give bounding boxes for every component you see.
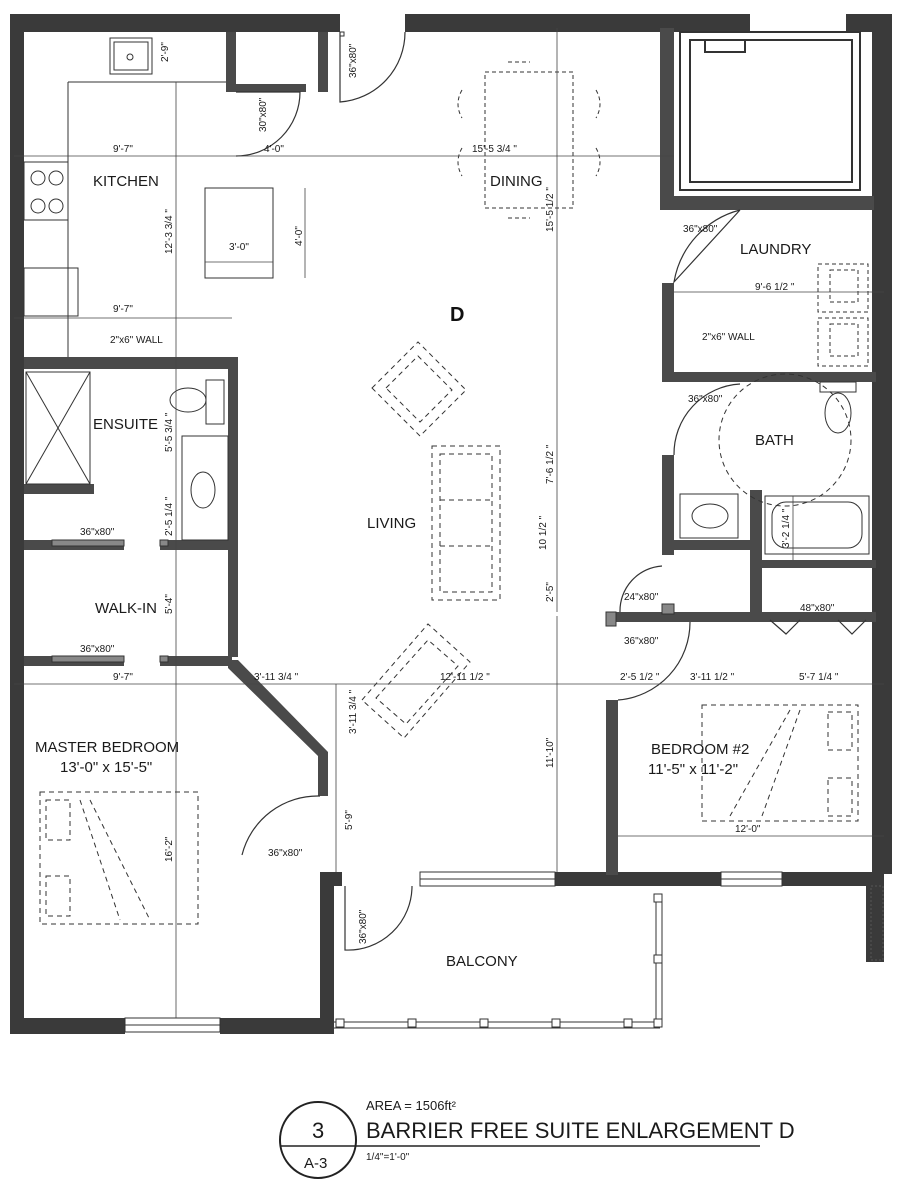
- beds: [39, 704, 859, 925]
- dimension-lines: [14, 28, 884, 1018]
- scale-label: 1/4"=1'-0": [366, 1152, 410, 1163]
- dim-tub-width: 3'-2 1/4 ": [781, 508, 792, 548]
- dim-ensuite-depth: 5'-5 3/4 ": [164, 412, 175, 452]
- living-label: LIVING: [367, 515, 416, 532]
- laundry-label: LAUNDRY: [740, 241, 811, 258]
- dim-door-48x80: 48"x80": [800, 603, 835, 614]
- dim-16-2: 16'-2": [164, 836, 175, 862]
- dim-island-depth: 4'-0": [294, 226, 305, 246]
- dim-door-ensuite: 36"x80": [80, 527, 115, 538]
- dim-door-30x80: 30"x80": [258, 97, 269, 132]
- dining-label: DINING: [490, 173, 543, 190]
- windows: [124, 31, 783, 1033]
- bedroom2-label: BEDROOM #2: [651, 741, 749, 758]
- dim-2x6-wall-left: 2"x6" WALL: [110, 335, 163, 346]
- dim-door-24x80: 24"x80": [624, 592, 659, 603]
- dim-12-0: 12'-0": [735, 824, 761, 835]
- dim-7-6-12: 7'-6 1/2 ": [545, 444, 556, 484]
- dim-kitchen-depth: 12'-3 3/4 ": [164, 209, 175, 254]
- dining-table: [457, 61, 601, 219]
- door-swings: [235, 31, 867, 951]
- dim-door-bath: 36"x80": [688, 394, 723, 405]
- living-furniture: [361, 341, 501, 739]
- dim-walk-in-depth: 5'-4": [164, 594, 175, 614]
- dim-5-7-14: 5'-7 1/4 ": [799, 672, 839, 683]
- sheet-number: A-3: [304, 1155, 327, 1172]
- detail-number: 3: [312, 1118, 324, 1143]
- dim-door-bed2: 36"x80": [624, 636, 659, 647]
- corridor-wall: [318, 752, 328, 796]
- dim-10-12: 10 1/2 ": [538, 515, 549, 550]
- dim-9-7-master: 9'-7": [113, 672, 133, 683]
- dim-5-9: 5'-9": [344, 810, 355, 830]
- master-bedroom-size: 13'-0" x 15'-5": [60, 759, 152, 776]
- title-block: 3 A-3 AREA = 1506ft² BARRIER FREE SUITE …: [279, 1098, 795, 1179]
- dim-2-5-14: 2'-5 1/4 ": [164, 496, 175, 536]
- dim-dining-length: 15'-5 1/2 ": [545, 187, 556, 232]
- dim-9-7-wall: 9'-7": [113, 304, 133, 315]
- dim-door-balcony: 36"x80": [358, 909, 369, 944]
- area-label: AREA = 1506ft²: [366, 1098, 457, 1113]
- dim-3-11-34-h: 3'-11 3/4 ": [254, 672, 299, 683]
- unit-label: D: [450, 304, 464, 326]
- fridge: [23, 267, 79, 317]
- bath-fixtures: [679, 373, 870, 555]
- dim-3-11-12: 3'-11 1/2 ": [690, 672, 735, 683]
- dim-dining-width: 15'-5 3/4 ": [472, 144, 517, 155]
- dim-door-laundry: 36"x80": [683, 224, 718, 235]
- exterior-walls: [10, 14, 892, 1034]
- dim-11-10: 11'-10": [545, 737, 556, 768]
- dim-living-width: 12'-11 1/2 ": [440, 672, 490, 683]
- dim-island-width: 3'-0": [229, 242, 249, 253]
- mechanical-room: [679, 31, 861, 191]
- dim-2-9: 2'-9": [160, 42, 171, 62]
- master-bedroom-label: MASTER BEDROOM: [35, 739, 179, 756]
- kitchen-sink: [109, 37, 153, 75]
- ensuite-fixtures: [25, 371, 229, 541]
- dim-9-7-kitchen: 9'-7": [113, 144, 133, 155]
- dim-4-0-h: 4'-0": [264, 144, 284, 155]
- laundry-machines: [817, 263, 869, 367]
- dim-2-5: 2'-5": [545, 582, 556, 602]
- bath-label: BATH: [755, 432, 794, 449]
- interior-walls: [24, 28, 876, 875]
- dim-2-5-12: 2'-5 1/2 ": [620, 672, 660, 683]
- balcony-label: BALCONY: [446, 953, 518, 970]
- dim-3-11-34-v: 3'-11 3/4 ": [348, 689, 359, 734]
- ensuite-label: ENSUITE: [93, 416, 158, 433]
- balcony-rail: [334, 893, 663, 1029]
- door-leaves: [51, 539, 675, 663]
- stove: [23, 161, 69, 221]
- kitchen-label: KITCHEN: [93, 173, 159, 190]
- dim-2x6-wall-right: 2"x6" WALL: [702, 332, 755, 343]
- dim-door-top: 36"x80": [348, 43, 359, 78]
- drawing-title: BARRIER FREE SUITE ENLARGEMENT D: [366, 1118, 795, 1143]
- dim-door-walk-in: 36"x80": [80, 644, 115, 655]
- bedroom2-size: 11'-5" x 11'-2": [648, 761, 738, 778]
- walk-in-label: WALK-IN: [95, 600, 157, 617]
- kitchen-island: [204, 187, 274, 279]
- wall-hatch: [870, 885, 884, 961]
- dim-laundry-width: 9'-6 1/2 ": [755, 282, 795, 293]
- dim-door-master: 36"x80": [268, 848, 303, 859]
